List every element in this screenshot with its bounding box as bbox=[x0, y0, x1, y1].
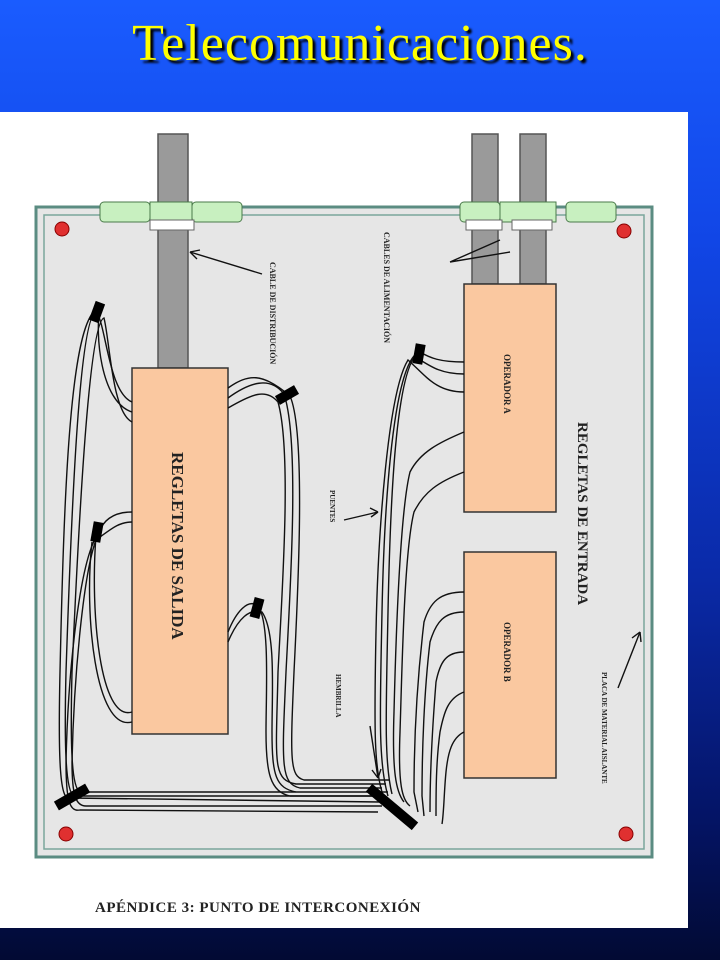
screw-bottom-right bbox=[618, 826, 634, 842]
distribution-cable bbox=[157, 133, 189, 369]
operator-a-block bbox=[463, 283, 557, 513]
clamp-feed bbox=[459, 201, 617, 231]
pointer-arrows bbox=[189, 239, 642, 779]
interconnection-figure: REGLETAS DE SALIDA OPERADOR A OPERADOR B… bbox=[0, 112, 688, 928]
screw-top-left bbox=[54, 221, 70, 237]
connectors bbox=[53, 300, 426, 831]
label-placa: PLACA DE MATERIAL AISLANTE bbox=[600, 672, 608, 784]
label-hembrilla: HEMBRILLA bbox=[334, 674, 342, 718]
label-operador-b: OPERADOR B bbox=[502, 622, 512, 682]
label-regletas-entrada: REGLETAS DE ENTRADA bbox=[574, 422, 590, 605]
label-puentes: PUENTES bbox=[328, 490, 336, 522]
label-cables-alimentacion: CABLES DE ALIMENTACIÓN bbox=[382, 232, 392, 343]
output-terminal-block bbox=[131, 367, 229, 735]
label-regletas-salida: REGLETAS DE SALIDA bbox=[168, 452, 187, 640]
interconnection-diagram: REGLETAS DE SALIDA OPERADOR A OPERADOR B… bbox=[34, 133, 654, 859]
insulating-board-inner bbox=[43, 214, 645, 850]
clamp-distribution bbox=[99, 201, 243, 231]
screw-top-right bbox=[616, 223, 632, 239]
operator-b-block bbox=[463, 551, 557, 779]
figure-caption: APÉNDICE 3: PUNTO DE INTERCONEXIÓN bbox=[95, 900, 421, 916]
label-cable-distribucion: CABLE DE DISTRIBUCIÓN bbox=[268, 262, 278, 364]
screw-bottom-left bbox=[58, 826, 74, 842]
insulating-board bbox=[34, 205, 654, 859]
slide-title: Telecomunicaciones. bbox=[132, 15, 588, 72]
label-operador-a: OPERADOR A bbox=[502, 354, 512, 414]
jumper-wires bbox=[58, 307, 465, 825]
